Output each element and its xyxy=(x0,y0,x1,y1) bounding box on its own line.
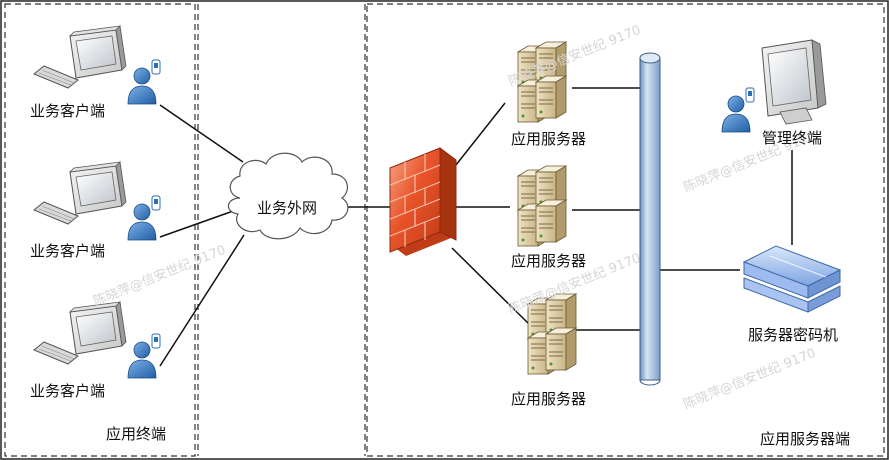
client-computer-icon xyxy=(33,161,127,225)
server-label: 应用服务器 xyxy=(511,130,587,148)
server-stack-icon xyxy=(518,166,566,246)
admin-user-icon xyxy=(721,87,755,133)
server-label: 应用服务器 xyxy=(511,252,587,270)
client-user-icon xyxy=(127,333,161,379)
zone-left-border xyxy=(4,3,196,457)
firewall-icon xyxy=(389,147,457,256)
server-stack-icon xyxy=(518,42,566,122)
network-bus xyxy=(639,52,661,386)
cloud-label: 业务外网 xyxy=(257,199,318,217)
client-computer-icon xyxy=(33,301,127,365)
cloud-icon xyxy=(227,152,349,240)
client-label: 业务客户端 xyxy=(30,102,106,120)
hsm-device-icon xyxy=(742,245,842,313)
zone-right-border xyxy=(366,3,885,457)
server-stack-icon xyxy=(528,294,576,374)
admin-label: 管理终端 xyxy=(762,129,823,147)
client-label: 业务客户端 xyxy=(30,382,106,400)
client-user-icon xyxy=(127,59,161,105)
client-label: 业务客户端 xyxy=(30,242,106,260)
admin-computer-icon xyxy=(761,39,827,125)
zone-right-label: 应用服务器端 xyxy=(760,430,851,448)
connectors xyxy=(159,87,793,367)
server-label: 应用服务器 xyxy=(511,390,587,408)
client-computer-icon xyxy=(33,25,127,89)
client-user-icon xyxy=(127,195,161,241)
zone-left-label: 应用终端 xyxy=(106,425,167,443)
hsm-label: 服务器密码机 xyxy=(748,326,839,344)
